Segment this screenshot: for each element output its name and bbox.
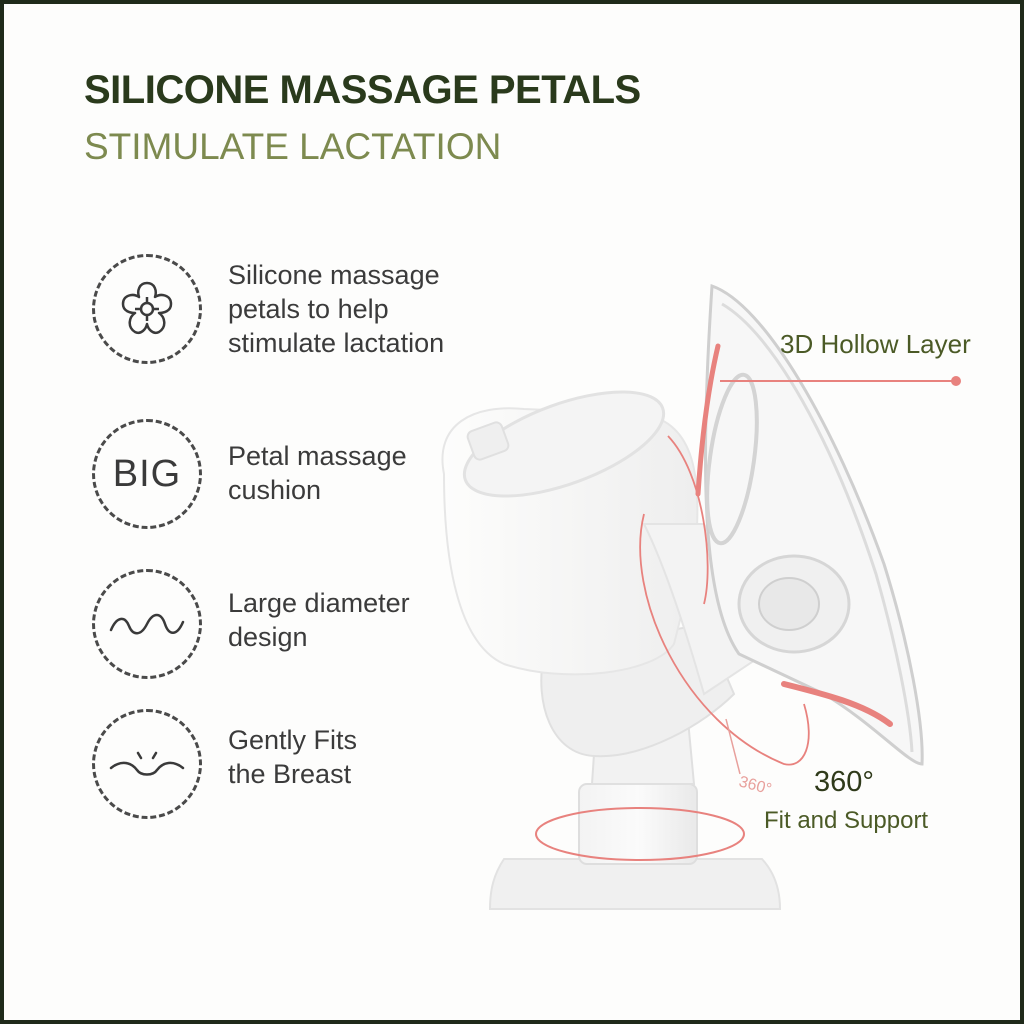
feature-item-diameter: Large diameter design: [92, 569, 512, 684]
feature-line: Silicone massage: [228, 260, 440, 290]
feature-text: Gently Fits the Breast: [228, 723, 357, 791]
feature-line: cushion: [228, 475, 322, 505]
flange-shield: [703, 283, 924, 766]
flange-rim: [721, 302, 914, 753]
feature-line: Petal massage: [228, 441, 407, 471]
breast-pump-illustration: 360°: [441, 283, 961, 910]
flower-icon: [121, 281, 173, 334]
housing-cap: [462, 390, 666, 498]
feature-line: petals to help: [228, 294, 389, 324]
big-badge: BIG: [92, 419, 202, 529]
fit-support-label: Fit and Support: [764, 807, 929, 834]
feature-item-fit: Gently Fits the Breast: [92, 709, 512, 824]
bottle-body: [488, 858, 782, 910]
petal-cup-center: [758, 577, 820, 631]
rotation-indicator-line: [725, 718, 741, 775]
feature-line: design: [228, 622, 308, 652]
flower-badge: [92, 254, 202, 364]
page-subtitle: STIMULATE LACTATION: [84, 126, 502, 167]
feature-line: Gently Fits: [228, 725, 358, 755]
feature-line: stimulate lactation: [228, 328, 445, 358]
rotation-arc-lower: [639, 513, 810, 766]
breast-curve-icon: [109, 751, 185, 776]
bottle-collar: [578, 783, 698, 865]
flange-inner-oval: [705, 372, 759, 546]
big-text-icon: BIG: [112, 452, 182, 495]
degrees-label: 360°: [814, 766, 874, 798]
feature-item-petals: Silicone massage petals to help stimulat…: [92, 254, 512, 369]
wave-badge: [92, 569, 202, 679]
feature-text: Large diameter design: [228, 586, 410, 654]
feature-text: Petal massage cushion: [228, 439, 407, 507]
callout-dot: [951, 376, 961, 386]
feature-item-big: BIG Petal massage cushion: [92, 419, 512, 534]
hollow-layer-label: 3D Hollow Layer: [780, 329, 971, 359]
collar-rotation-ring: [535, 807, 745, 861]
feature-line: Large diameter: [228, 588, 410, 618]
rotation-arc-upper: [667, 435, 709, 605]
feature-line: the Breast: [228, 759, 352, 789]
feature-text: Silicone massage petals to help stimulat…: [228, 258, 444, 360]
valve-knob: [466, 421, 510, 461]
small-360-label: 360°: [737, 773, 773, 798]
page-title: SILICONE MASSAGE PETALS: [84, 68, 641, 112]
wave-icon: [109, 613, 185, 635]
hollow-layer-marker-bottom: [781, 681, 893, 727]
breast-badge: [92, 709, 202, 819]
hollow-layer-marker-top: [695, 343, 721, 497]
